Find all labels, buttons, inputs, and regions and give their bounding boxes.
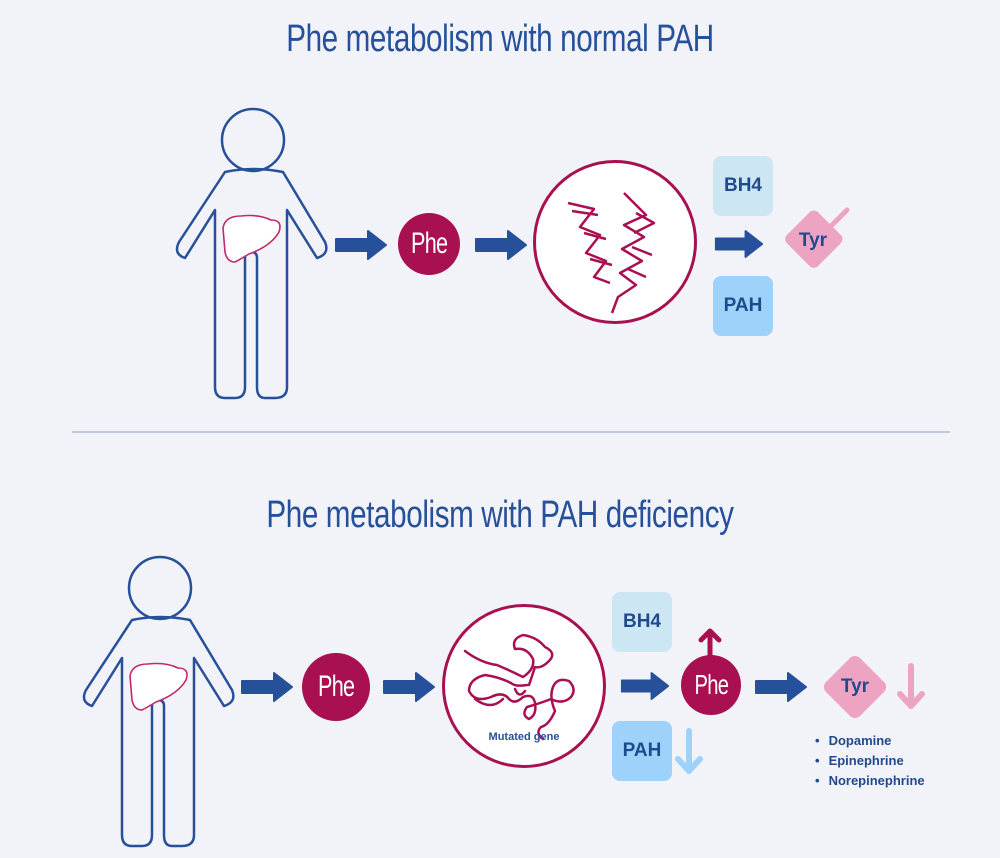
arrow-down-decrease-icon — [675, 728, 703, 774]
tyr-diamond-icon — [785, 207, 850, 268]
arrow-right-icon — [714, 230, 764, 258]
pah-enzyme: PAH — [713, 276, 773, 336]
arrow-right-icon — [755, 672, 807, 702]
phe-node: Phe — [398, 213, 460, 275]
phe-node: Phe — [302, 653, 370, 721]
tyr-label: Tyr — [840, 676, 870, 697]
mutated-gene-label: Mutated gene — [488, 731, 560, 743]
phe-label: Phe — [410, 227, 448, 260]
arrow-right-icon — [475, 230, 527, 260]
arrow-up-increase-icon — [698, 628, 722, 660]
arrow-right-icon — [335, 230, 387, 260]
pah-protein-circle — [533, 160, 697, 324]
neurotransmitter-list: Dopamine Epinephrine Norepinephrine — [815, 731, 925, 791]
arrow-right-icon — [383, 672, 435, 702]
list-item: Dopamine — [815, 731, 925, 751]
arrow-down-decrease-icon — [897, 663, 925, 709]
arrow-right-icon — [241, 672, 293, 702]
title-pah-deficiency: Phe metabolism with PAH deficiency — [266, 494, 734, 536]
tyr-diamond-icon — [823, 655, 887, 719]
liver-icon — [222, 214, 281, 263]
arrow-right-icon — [620, 672, 670, 700]
folded-protein-icon — [567, 192, 656, 314]
list-item: Epinephrine — [815, 751, 925, 771]
mutated-gene-circle: Mutated gene — [442, 604, 606, 768]
list-item: Norepinephrine — [815, 771, 925, 791]
phe-label: Phe — [694, 669, 728, 700]
person-icon — [175, 107, 328, 400]
bh4-cofactor: BH4 — [612, 592, 672, 652]
title-normal-pah: Phe metabolism with normal PAH — [286, 18, 714, 60]
person-icon — [82, 555, 235, 848]
section-divider — [72, 431, 950, 433]
liver-icon — [129, 662, 188, 711]
unfolded-protein-icon — [463, 633, 575, 741]
bh4-cofactor: BH4 — [713, 156, 773, 216]
pah-enzyme: PAH — [612, 721, 672, 781]
tyr-label: Tyr — [798, 230, 828, 251]
accumulated-phe-node: Phe — [681, 655, 741, 715]
phe-label: Phe — [317, 670, 355, 703]
